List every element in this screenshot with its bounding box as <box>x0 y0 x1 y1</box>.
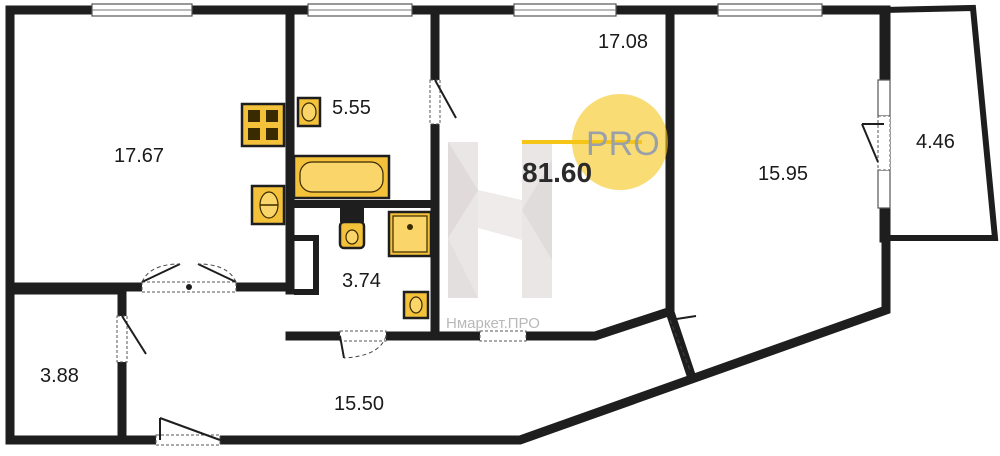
door-center-room <box>479 330 527 342</box>
door-left-room <box>141 263 237 293</box>
shower-icon <box>387 210 433 258</box>
area-room-toilet: 3.74 <box>342 270 381 292</box>
bathtub-icon <box>292 154 391 200</box>
door-entrance <box>155 417 221 446</box>
total-area: 81.60 <box>522 157 592 188</box>
balcony-window-lower <box>877 169 891 209</box>
door-toilet <box>339 330 387 359</box>
area-room-right: 15.95 <box>758 163 808 185</box>
area-room-center: 17.08 <box>598 31 648 53</box>
door-bathroom <box>429 79 457 125</box>
fixtures <box>240 96 433 320</box>
stove-icon <box>240 102 286 148</box>
toilet-icon <box>338 208 366 250</box>
balcony-window-upper <box>877 79 891 117</box>
area-room-left-large: 17.67 <box>114 145 164 167</box>
pro-badge: PRO <box>522 94 668 190</box>
interior-walls <box>5 5 889 445</box>
area-room-closet: 3.88 <box>40 365 79 387</box>
watermark-text: Нмаркет.ПРО <box>446 315 540 332</box>
windows <box>91 3 891 209</box>
room-labels: 17.67 5.55 3.74 17.08 15.95 4.46 3.88 15… <box>40 31 955 415</box>
bathroom-sink-icon <box>296 96 322 128</box>
kitchen-sink-icon <box>250 184 286 226</box>
area-room-bathroom: 5.55 <box>332 97 371 119</box>
door-right-room <box>669 315 697 371</box>
door-balcony <box>861 115 891 171</box>
pro-badge-text: PRO <box>586 125 660 163</box>
area-room-hall: 15.50 <box>334 393 384 415</box>
area-room-balcony: 4.46 <box>916 131 955 153</box>
watermark-logo <box>448 142 552 298</box>
door-closet <box>116 315 147 363</box>
toilet-sink-icon <box>402 290 430 320</box>
doors <box>116 79 891 446</box>
balcony-outline <box>882 4 999 241</box>
